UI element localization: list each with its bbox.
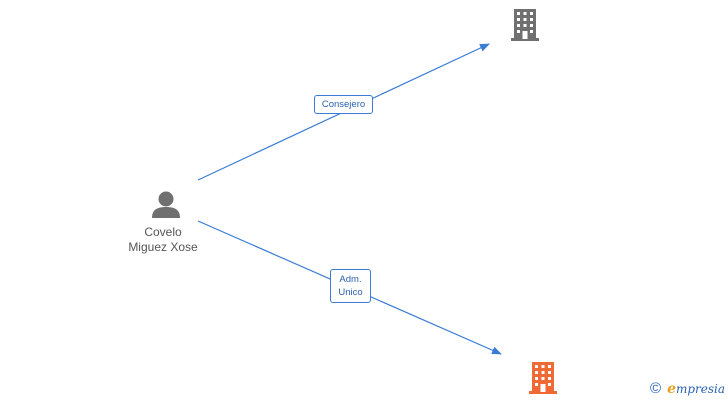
person-name[interactable]: Covelo Miguez Xose	[113, 225, 213, 255]
copyright-icon: ©	[650, 380, 662, 397]
edge-label-line2: Unico	[338, 287, 363, 298]
person-icon[interactable]	[152, 191, 180, 219]
empresia-watermark: © empresia	[650, 379, 725, 399]
brand-rest: mpresia	[675, 382, 726, 396]
edge-label-line1: Adm.	[339, 274, 362, 285]
brand-initial: e	[667, 381, 676, 397]
person-name-line2: Miguez Xose	[128, 240, 198, 254]
brand-logo: empresia	[667, 379, 725, 399]
edge-label-consejero: Consejero	[314, 95, 373, 114]
building-icon[interactable]	[529, 362, 559, 394]
building-icon[interactable]	[511, 9, 541, 41]
person-name-line1: Covelo	[144, 225, 182, 239]
edge-label-adm-unico: Adm. Unico	[330, 269, 371, 303]
edge-label-text: Consejero	[321, 99, 366, 110]
